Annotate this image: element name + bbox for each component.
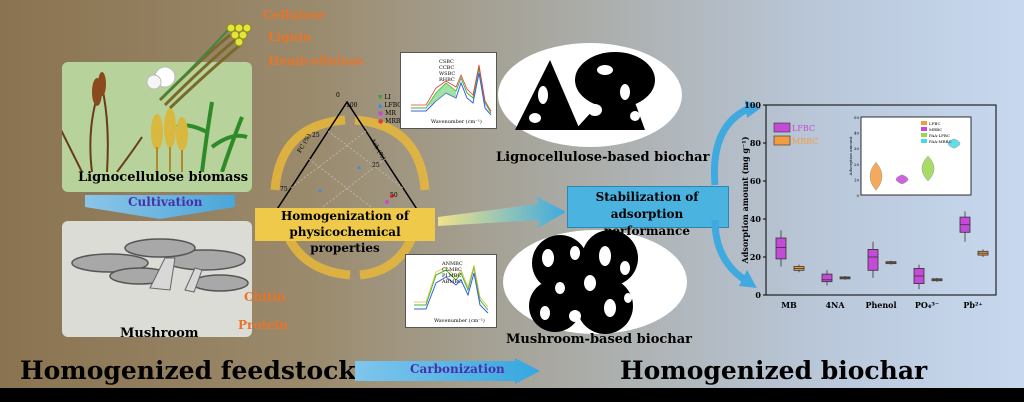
cultivation-arrow — [85, 195, 235, 219]
box-LFBC-1 — [821, 273, 833, 283]
ligno-biochar-label: Lignocellulose-based biochar — [496, 150, 710, 165]
component-cellulose: Cellulose — [263, 8, 325, 22]
component-protein: Protein — [238, 318, 288, 332]
spectrum-bottom-xlabel: Wavenumber (cm⁻¹) — [434, 318, 485, 324]
ternary-legend-mr: MR — [385, 110, 396, 117]
inset-y-tick-3: 30 — [854, 146, 860, 151]
legend-label-1: MRBC — [792, 137, 818, 146]
mush-biochar-label: Mushroom-based biochar — [506, 332, 693, 347]
box-LFBC-2 — [867, 248, 879, 271]
y-axis-label: Adsorption amount (mg g⁻¹) — [740, 136, 750, 264]
mushroom-label: Mushroom — [120, 326, 199, 341]
ftir-spectrum-bottom: ANMBC CLMBC PLMBC ABMBC Wavenumber (cm⁻¹… — [405, 254, 497, 328]
mushroom-icon — [71, 238, 249, 293]
inset-violin-0 — [869, 161, 883, 191]
cultivation-label: Cultivation — [128, 195, 203, 209]
inset-violin-2 — [921, 155, 935, 182]
spectrum-top-xlabel: Wavenumber (cm⁻¹) — [431, 119, 482, 125]
spectrum-top-legend-2: WSBC — [439, 71, 456, 77]
spectrum-top-legend-3: RHBC — [439, 77, 455, 83]
ternary-tick-top: 0 — [336, 92, 340, 99]
inset-y-label: Adsorption amount — [848, 136, 853, 176]
inset-y-tick-2: 20 — [854, 162, 860, 167]
stabilization-line1: Stabilization of — [595, 190, 699, 204]
inset-legend-label-1: MRBC — [929, 127, 942, 132]
inset-y-tick-5: 50 — [854, 115, 860, 120]
bottom-bar — [0, 388, 1024, 402]
x-tick-label-4: Pb²⁺ — [963, 300, 982, 310]
inset-legend-swatch-1 — [921, 127, 927, 131]
ternary-tick-100-top: 100 — [346, 102, 358, 109]
ternary-legend-lfbc: LFBC — [384, 102, 402, 109]
biomass-label: Lignocellulose biomass — [78, 170, 249, 185]
biomass-plants-icon — [62, 66, 248, 172]
carbonization-arrow — [355, 358, 540, 384]
carbonization-label: Carbonization — [410, 362, 505, 376]
inset-legend-swatch-3 — [921, 139, 927, 143]
y-tick-label-4: 80 — [750, 138, 762, 148]
inset-y-tick-1: 10 — [854, 177, 860, 182]
ternary-legend-li: LI — [384, 94, 391, 101]
homogenization-text: Homogenization of physicochemical proper… — [255, 208, 435, 256]
y-tick-label-0: 0 — [755, 290, 761, 300]
spectrum-bottom-legend-1: CLMBC — [442, 267, 462, 273]
homogenization-line1: Homogenization of — [280, 209, 410, 223]
homogenization-line2: physicochemical properties — [289, 225, 401, 255]
spectrum-bottom-legend: ANMBC CLMBC PLMBC ABMBC — [442, 261, 463, 285]
inset-legend-swatch-0 — [921, 121, 927, 125]
inset-violin-1 — [895, 174, 909, 185]
stabilization-box — [567, 186, 729, 228]
y-tick-label-5: 100 — [744, 100, 761, 110]
x-tick-label-3: PO₄³⁻ — [915, 300, 939, 310]
y-tick-label-2: 40 — [750, 214, 762, 224]
y-tick-label-3: 60 — [750, 176, 762, 186]
component-chitin: Chitin — [244, 290, 286, 304]
legend-label-0: LFBC — [792, 124, 815, 133]
chart-arrows-icon — [710, 100, 761, 288]
y-tick-label-1: 20 — [750, 252, 762, 262]
inset-y-tick-0: 0 — [856, 193, 859, 198]
chart-frame — [765, 104, 997, 296]
x-tick-label-2: Phenol — [865, 300, 896, 310]
biochar-title: Homogenized biochar — [620, 356, 928, 385]
feedstock-title: Homogenized feedstock — [20, 356, 356, 385]
box-LFBC-0 — [775, 237, 787, 260]
x-tick-label-1: 4NA — [825, 300, 845, 310]
stabilization-arrow — [438, 196, 566, 228]
legend-swatch-1 — [773, 135, 791, 146]
homogenization-box — [255, 208, 435, 241]
spectrum-bottom-legend-0: ANMBC — [442, 261, 463, 267]
spectrum-bottom-legend-3: ABMBC — [442, 279, 462, 285]
ternary-tick-75: 75 — [280, 186, 288, 193]
ligno-biochar-icon — [498, 43, 682, 147]
component-hemicellulose: Hemicellulose — [268, 54, 364, 68]
x-tick-label-0: MB — [781, 300, 797, 310]
ternary-tick-right-25: 25 — [372, 162, 380, 169]
spectrum-top-legend: CSBC CCBC WSBC RHBC — [439, 59, 455, 83]
ftir-spectrum-top: CSBC CCBC WSBC RHBC Wavenumber (cm⁻¹) — [400, 52, 497, 129]
ternary-tick-25: 25 — [312, 132, 320, 139]
inset-legend-swatch-2 — [921, 133, 927, 137]
ternary-legend-mrbc: MRBC — [385, 118, 405, 125]
ternary-legend: ▼ LI ▲ LFBC ● MR ● MRBC — [378, 94, 405, 125]
inset-legend-label-0: LFBC — [929, 121, 941, 126]
mush-biochar-icon — [503, 230, 687, 334]
spectrum-top-legend-1: CCBC — [439, 65, 455, 71]
legend-swatch-0 — [773, 122, 791, 133]
inset-legend-label-2: PAA-LFBC — [929, 133, 950, 138]
inset-legend-label-3: PAA-MRBC — [929, 139, 952, 144]
spectrum-bottom-legend-2: PLMBC — [442, 273, 462, 279]
inset-y-tick-4: 40 — [854, 131, 860, 136]
component-lignin: Lignin — [268, 30, 312, 44]
ternary-tick-right-50: 50 — [390, 192, 398, 199]
inset-violin-3 — [947, 138, 961, 149]
spectrum-top-legend-0: CSBC — [439, 59, 454, 65]
fiber-bundle-icon — [158, 23, 252, 110]
stabilization-text: Stabilization of adsorption performance — [567, 189, 727, 240]
stabilization-line2: adsorption performance — [604, 207, 690, 238]
